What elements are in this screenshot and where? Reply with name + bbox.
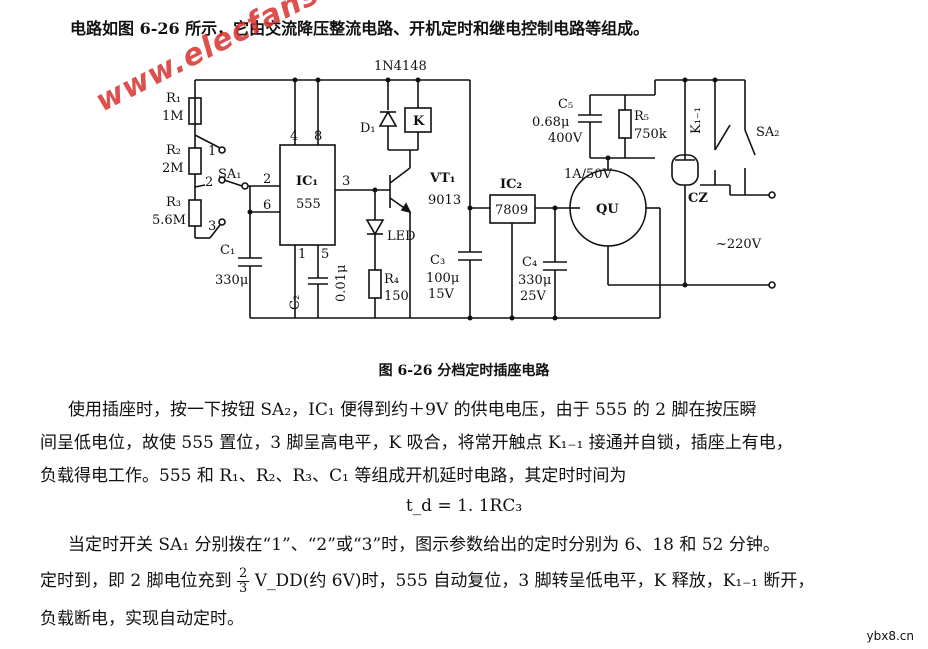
label-d1: D₁: [360, 121, 376, 136]
label-r1-value: 1M: [162, 109, 184, 124]
fraction-denominator: 3: [239, 581, 248, 596]
label-r5-value: 750k: [634, 127, 667, 142]
body-p1-line1: 使用插座时，按一下按钮 SA₂，IC₁ 便得到约＋9V 的供电电压，由于 555…: [68, 400, 757, 420]
figure-caption: 图 6-26 分档定时插座电路: [378, 363, 550, 379]
label-ac-voltage: ~220V: [716, 237, 762, 252]
label-pos3: 3: [208, 219, 216, 234]
label-r4: R₄: [384, 272, 399, 287]
label-pin3: 3: [342, 174, 350, 189]
label-c4: C₄: [522, 255, 537, 270]
label-c3: C₃: [430, 253, 445, 268]
body-p2-line3: 负载断电，实现自动定时。: [40, 609, 244, 629]
label-pin5: 5: [321, 247, 329, 262]
label-c2-value: 0.01μ: [334, 265, 349, 302]
label-cz: CZ: [688, 191, 708, 206]
label-c3-voltage: 15V: [428, 287, 455, 302]
label-led: LED: [387, 229, 416, 244]
label-r4-value: 150: [384, 289, 409, 304]
label-ic1-value: 555: [296, 197, 321, 212]
label-pos2: 2: [205, 175, 213, 190]
label-ic2: IC₂: [500, 177, 522, 192]
label-vt1: VT₁: [429, 171, 455, 186]
body-p1-line2: 间呈低电位，故使 555 置位，3 脚呈高电平，K 吸合，将常开触点 K₁₋₁ …: [40, 433, 793, 453]
label-sa1: SA₁: [218, 167, 242, 182]
intro-paragraph: 电路如图 6-26 所示，它由交流降压整流电路、开机定时和继电控制电路等组成。: [70, 19, 650, 38]
body-p2-line2-post: V_DD(约 6V)时，555 自动复位，3 脚转呈低电平，K 释放，K₁₋₁ …: [254, 571, 815, 591]
label-r2-value: 2M: [162, 161, 184, 176]
body-p2-line1: 当定时开关 SA₁ 分别拨在“1”、“2”或“3”时，图示参数给出的定时分别为 …: [68, 535, 780, 555]
label-c1-value: 330μ: [215, 273, 248, 288]
label-pin6: 6: [263, 198, 271, 213]
label-pin1: 1: [298, 247, 306, 262]
label-diode-type: 1N4148: [374, 59, 427, 74]
label-sa2: SA₂: [756, 125, 780, 140]
label-r3: R₃: [166, 195, 181, 210]
site-credit: ybx8.cn: [866, 629, 914, 643]
label-c2: C₂: [288, 295, 303, 310]
label-qu: QU: [596, 202, 619, 217]
label-ic2-value: 7809: [495, 203, 528, 218]
body-p2-line2: 定时到，即 2 脚电位充到 2 3 V_DD(约 6V)时，555 自动复位，3…: [40, 566, 900, 596]
label-ic1: IC₁: [296, 174, 318, 189]
formula: t_d = 1. 1RC₃: [405, 496, 523, 516]
label-pin8: 8: [314, 129, 322, 144]
label-pin4: 4: [290, 129, 298, 144]
label-bridge-rating: 1A/50V: [564, 167, 613, 182]
label-c3-value: 100μ: [426, 271, 459, 286]
label-c4-value: 330μ: [518, 273, 551, 288]
fraction-two-thirds: 2 3: [237, 566, 250, 596]
label-pos1: 1: [208, 144, 216, 159]
label-vt1-value: 9013: [428, 193, 461, 208]
label-r5: R₅: [634, 109, 649, 124]
label-r3-value: 5.6M: [152, 213, 186, 228]
label-c1: C₁: [220, 243, 235, 258]
label-pin2: 2: [263, 172, 271, 187]
body-p1-line3: 负载得电工作。555 和 R₁、R₂、R₃、C₁ 等组成开机延时电路，其定时时间…: [40, 466, 627, 486]
label-relay: K: [413, 114, 425, 129]
fraction-numerator: 2: [237, 566, 250, 582]
label-c5-voltage: 400V: [548, 131, 583, 146]
label-k11: K₁₋₁: [689, 107, 704, 134]
circuit-diagram: R₁ 1M R₂ 2M R₃ 5.6M 1 2 3 SA₁ C₁ 330μ 4 …: [152, 59, 780, 321]
label-c5-value: 0.68μ: [532, 115, 569, 130]
label-c5: C₅: [558, 97, 573, 112]
label-r1: R₁: [166, 91, 181, 106]
label-c4-voltage: 25V: [520, 289, 547, 304]
label-r2: R₂: [166, 143, 181, 158]
body-p2-line2-pre: 定时到，即 2 脚电位充到: [40, 571, 232, 591]
